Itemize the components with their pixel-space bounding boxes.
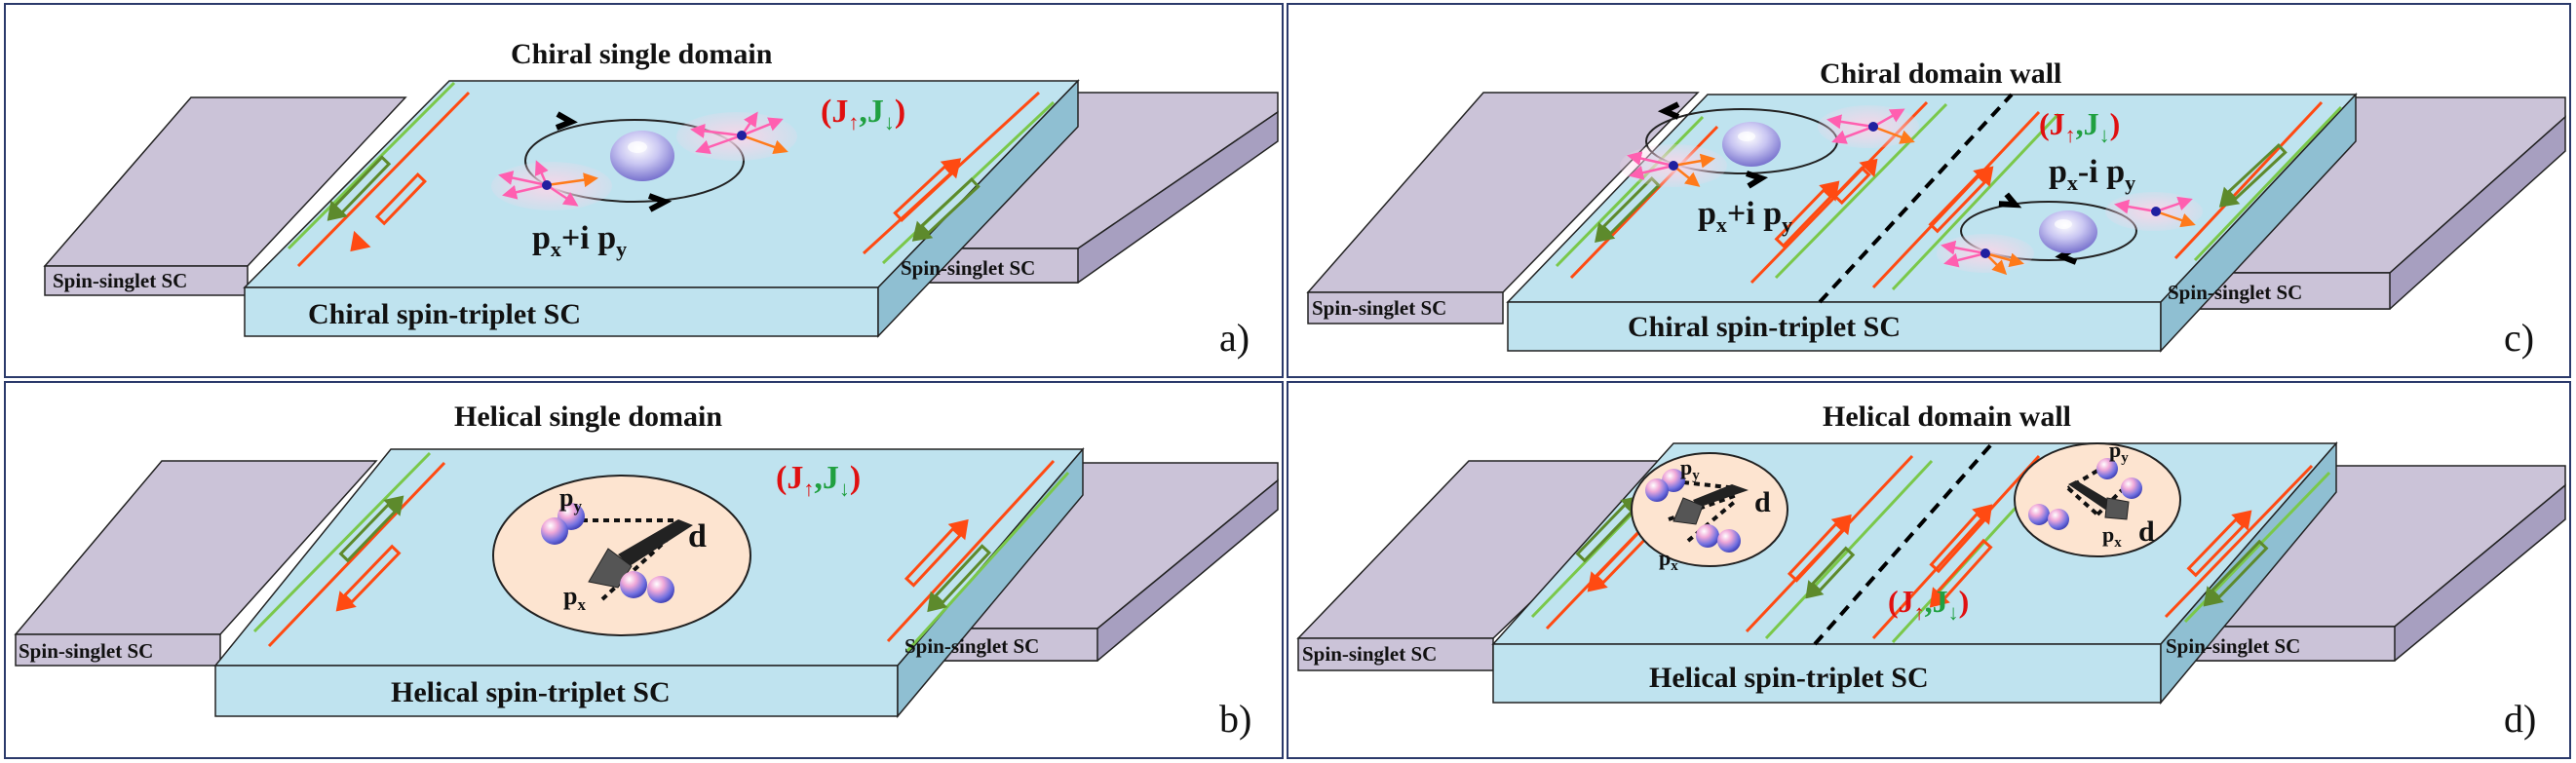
panel-a-tag: a) — [1219, 316, 1250, 360]
panel-b-lead-right-label: Spin-singlet SC — [904, 634, 1039, 658]
panel-c-chiral-domain-wall: Chiral domain wall px+i py px-i py (J↑,J… — [1287, 3, 2571, 378]
chiral-slab — [243, 79, 1080, 338]
d-vector-bubble-left — [1631, 452, 1788, 567]
panel-c-lead-left-label: Spin-singlet SC — [1312, 296, 1446, 320]
d-vector-bubble — [492, 475, 751, 636]
left-lead — [43, 96, 407, 296]
left-lead — [1306, 92, 1700, 324]
panel-d-lead-left-label: Spin-singlet SC — [1302, 642, 1437, 666]
panel-d-helical-domain-wall: py px d py px d Helical domain wall (J↑,… — [1287, 381, 2571, 759]
chiral-orbit-right — [1937, 192, 2203, 276]
panel-d-orbital-px-right: px — [2102, 522, 2122, 551]
panel-d-current: (J↑,J↓) — [1888, 584, 1969, 625]
panel-c-state-right: px-i py — [2049, 154, 2135, 195]
panel-a-illustration: Chiral single domain px+i py (J↑,J↓) Chi… — [43, 38, 1279, 360]
right-edge-modes — [886, 459, 1070, 653]
panel-c-lead-right-label: Spin-singlet SC — [2168, 281, 2302, 304]
panel-d-orbital-d-left: d — [1754, 486, 1771, 518]
panel-d-orbital-px-left: px — [1659, 546, 1678, 574]
panel-c-state-left: px+i py — [1698, 196, 1792, 237]
panel-c-title: Chiral domain wall — [1820, 57, 2061, 90]
panel-d-slab-label: Helical spin-triplet SC — [1649, 662, 1929, 694]
panel-b-tag: b) — [1219, 697, 1251, 741]
domain-wall — [1818, 93, 2014, 304]
panel-d-title: Helical domain wall — [1823, 401, 2071, 433]
chiral-orbit-left — [1620, 101, 1919, 189]
panel-b-current: (J↑,J↓) — [776, 460, 861, 501]
panel-b-illustration: py px d Helical single domain (J↑,J↓) He… — [14, 401, 1279, 741]
panel-b-orbital-d: d — [688, 518, 707, 554]
panel-a-slab-label: Chiral spin-triplet SC — [308, 298, 581, 330]
chiral-orbit — [491, 111, 797, 212]
panel-c-illustration: Chiral domain wall px+i py px-i py (J↑,J… — [1306, 57, 2566, 360]
d-vector-bubble-right — [2014, 442, 2181, 557]
wall-edge-modes — [1745, 454, 2060, 644]
panel-a-lead-left-label: Spin-singlet SC — [53, 269, 187, 292]
panel-d-orbital-d-right: d — [2138, 515, 2155, 548]
panel-b-title: Helical single domain — [454, 401, 722, 433]
panel-b-helical-single-domain: py px d Helical single domain (J↑,J↓) He… — [4, 381, 1284, 759]
right-edge-modes — [862, 91, 1056, 265]
panel-d-illustration: py px d py px d Helical domain wall (J↑,… — [1296, 401, 2566, 741]
left-edge-modes — [287, 81, 471, 268]
panel-c-slab-label: Chiral spin-triplet SC — [1628, 311, 1901, 343]
panel-a-current: (J↑,J↓) — [821, 94, 905, 134]
panel-b-orbital-py: py — [559, 483, 582, 515]
right-edge-modes — [2164, 464, 2331, 624]
left-edge-modes — [252, 451, 446, 648]
panel-d-tag: d) — [2504, 697, 2536, 741]
panel-a-title: Chiral single domain — [511, 38, 773, 70]
panel-b-slab-label: Helical spin-triplet SC — [391, 676, 671, 708]
panel-b-lead-left-label: Spin-singlet SC — [19, 639, 153, 663]
panel-d-orbital-py-right: py — [2109, 438, 2129, 466]
chiral-slab — [1506, 93, 2358, 353]
panel-b-orbital-px: px — [563, 582, 586, 614]
panel-d-orbital-py-left: py — [1680, 455, 1700, 483]
panel-a-state: px+i py — [532, 220, 627, 261]
right-edge-modes — [2173, 100, 2343, 262]
panel-a-chiral-single-domain: Chiral single domain px+i py (J↑,J↓) Chi… — [4, 3, 1284, 378]
domain-wall — [1813, 441, 1994, 646]
panel-c-tag: c) — [2504, 316, 2534, 360]
left-lead — [14, 460, 378, 667]
panel-d-lead-right-label: Spin-singlet SC — [2166, 634, 2300, 658]
panel-a-lead-right-label: Spin-singlet SC — [901, 256, 1035, 280]
panel-c-current: (J↑,J↓) — [2039, 106, 2120, 147]
